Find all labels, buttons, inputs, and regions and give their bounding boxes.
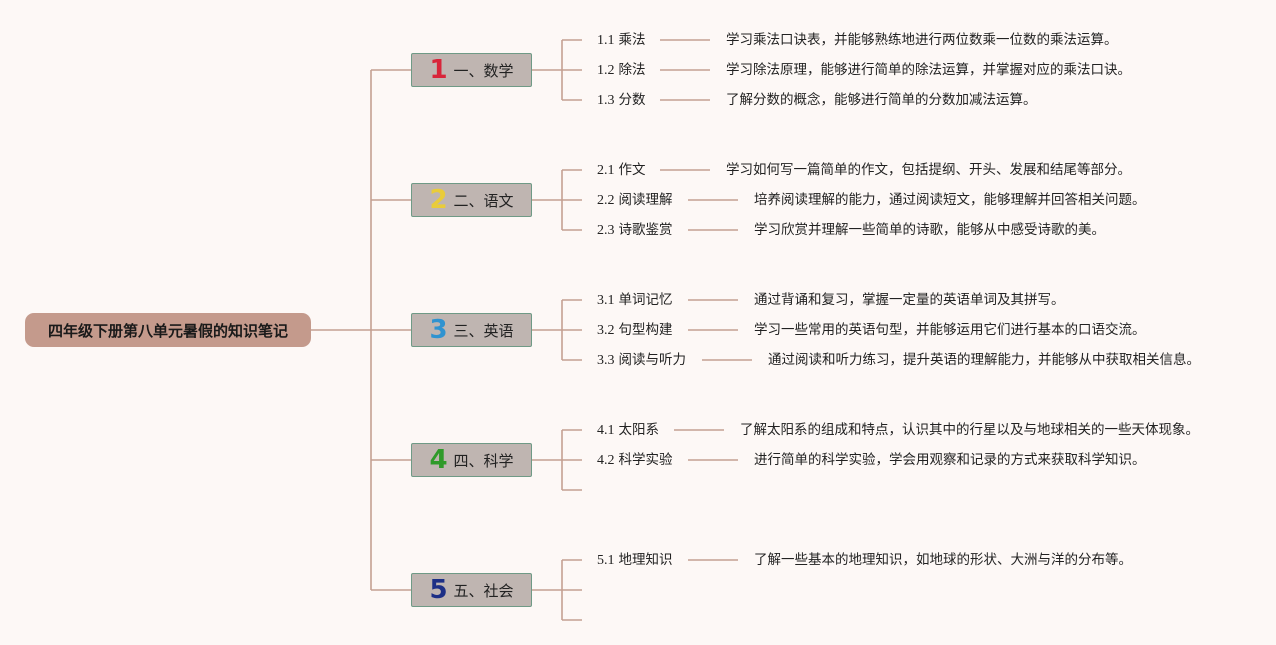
leaf-description: 学习乘法口诀表，并能够熟练地进行两位数乘一位数的乘法运算。	[726, 32, 1118, 48]
root-topic[interactable]: 四年级下册第八单元暑假的知识笔记	[25, 313, 311, 347]
branch-number-badge: 3	[429, 315, 448, 345]
leaf-description: 进行简单的科学实验，学会用观察和记录的方式来获取科学知识。	[754, 452, 1146, 468]
leaf-description: 学习欣赏并理解一些简单的诗歌，能够从中感受诗歌的美。	[754, 222, 1105, 238]
leaf-name: 除法	[618, 62, 646, 78]
leaf-name: 乘法	[618, 32, 646, 48]
leaf-number: 2.1	[597, 163, 615, 178]
leaf-number: 5.1	[597, 553, 615, 568]
leaf-name: 太阳系	[618, 422, 660, 438]
branch-number-badge: 5	[429, 575, 448, 605]
leaf-number: 3.3	[597, 353, 615, 368]
branch-topic[interactable]: 4 四、科学	[411, 443, 532, 477]
leaf-name: 句型构建	[618, 322, 673, 338]
branch-label: 一、数学	[453, 61, 514, 80]
leaf-description: 了解太阳系的组成和特点，认识其中的行星以及与地球相关的一些天体现象。	[740, 422, 1199, 438]
branch-label: 三、英语	[453, 321, 514, 340]
leaf-number: 3.1	[597, 293, 615, 308]
leaf-number: 1.3	[597, 93, 615, 108]
leaf-name: 阅读与听力	[618, 352, 687, 368]
leaf-description: 学习一些常用的英语句型，并能够运用它们进行基本的口语交流。	[754, 322, 1146, 338]
leaf-name: 分数	[618, 92, 646, 108]
leaf-name: 诗歌鉴赏	[618, 222, 673, 238]
branch-topic[interactable]: 1 一、数学	[411, 53, 532, 87]
branch-label: 五、社会	[453, 581, 514, 600]
leaf-name: 地理知识	[618, 552, 673, 568]
leaf-name: 作文	[618, 162, 646, 178]
leaf-description: 通过阅读和听力练习，提升英语的理解能力，并能够从中获取相关信息。	[768, 352, 1200, 368]
leaf-description: 了解分数的概念，能够进行简单的分数加减法运算。	[726, 92, 1037, 108]
leaf-description: 学习除法原理，能够进行简单的除法运算，并掌握对应的乘法口诀。	[726, 62, 1131, 78]
leaf-description: 通过背诵和复习，掌握一定量的英语单词及其拼写。	[754, 292, 1065, 308]
root-title: 四年级下册第八单元暑假的知识笔记	[47, 321, 288, 340]
leaf-number: 2.3	[597, 223, 615, 238]
leaf-number: 1.2	[597, 63, 615, 78]
branch-number-badge: 4	[429, 445, 448, 475]
leaf-number: 4.2	[597, 453, 615, 468]
leaf-number: 4.1	[597, 423, 615, 438]
leaf-description: 了解一些基本的地理知识，如地球的形状、大洲与洋的分布等。	[754, 552, 1132, 568]
leaf-name: 阅读理解	[618, 192, 673, 208]
branch-label: 二、语文	[453, 191, 514, 210]
leaf-number: 1.1	[597, 33, 615, 48]
leaf-description: 学习如何写一篇简单的作文，包括提纲、开头、发展和结尾等部分。	[726, 162, 1131, 178]
branch-topic[interactable]: 3 三、英语	[411, 313, 532, 347]
leaf-number: 3.2	[597, 323, 615, 338]
branch-topic[interactable]: 2 二、语文	[411, 183, 532, 217]
leaf-name: 科学实验	[618, 452, 673, 468]
branch-number-badge: 1	[429, 55, 448, 85]
leaf-number: 2.2	[597, 193, 615, 208]
branch-topic[interactable]: 5 五、社会	[411, 573, 532, 607]
branch-number-badge: 2	[429, 185, 448, 215]
branch-label: 四、科学	[453, 451, 514, 470]
leaf-name: 单词记忆	[618, 292, 673, 308]
leaf-description: 培养阅读理解的能力，通过阅读短文，能够理解并回答相关问题。	[754, 192, 1146, 208]
